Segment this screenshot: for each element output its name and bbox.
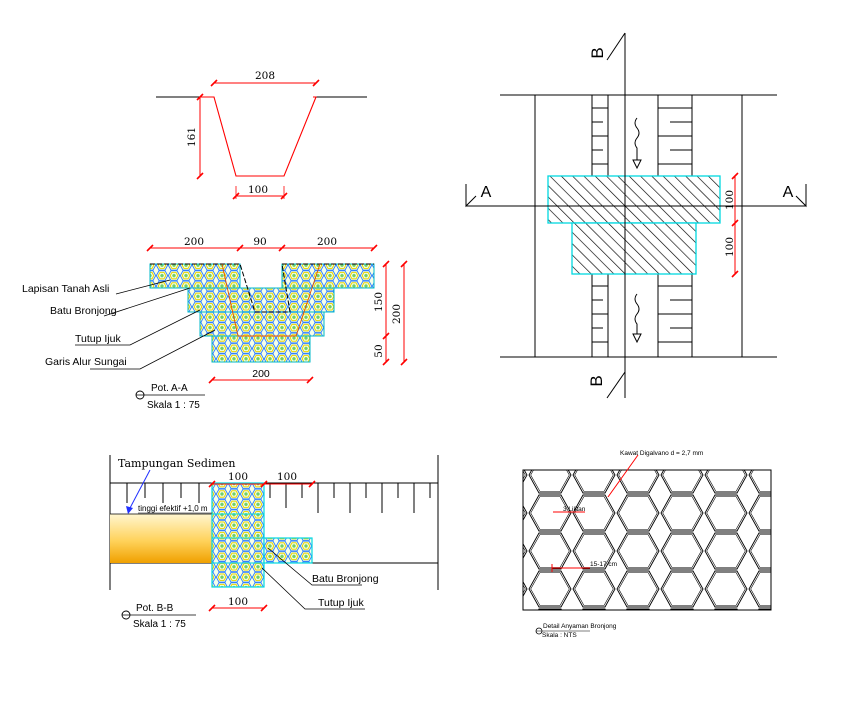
gabion-row-4 (211, 335, 311, 363)
leader-lapisan (115, 279, 171, 295)
leader-garis (90, 329, 216, 370)
dim-b-bottom: 100 (228, 596, 248, 608)
dim-a-left: 200 (184, 236, 204, 248)
title-b: Pot. B-B (136, 603, 174, 614)
cut-b-bottom: B (587, 375, 606, 386)
cut-marker-b-top (606, 32, 626, 61)
cut-marker-b-bottom (606, 371, 626, 399)
label-batu: Batu Bronjong (50, 305, 117, 317)
gabion-apron (263, 537, 313, 564)
label-lapisan: Lapisan Tanah Asli (22, 283, 109, 295)
sediment-area (110, 514, 212, 563)
plan-gabion-upper (547, 175, 721, 224)
bank-upper (591, 95, 693, 176)
wall-ticks (126, 483, 431, 513)
plan-gabion-lower (571, 222, 697, 275)
label-garis: Garis Alur Sungai (45, 356, 127, 368)
leader-batu (103, 287, 191, 317)
leader-b-ijuk (261, 567, 365, 610)
section-b-b: 100 100 100 Tampungan Sedimen tinggi efe… (109, 455, 439, 630)
dim-a-200: 200 (391, 304, 403, 324)
leader-b-bronjong (267, 547, 362, 586)
label-ukuran: 15-17 cm (590, 561, 617, 568)
section-a-a: 200 90 200 200 150 50 200 Lapisan Tanah … (22, 236, 408, 411)
cut-a-right: A (783, 184, 794, 201)
dim-height: 161 (186, 127, 198, 147)
dim-bottom-width: 100 (248, 184, 268, 196)
gabion-top-right (281, 263, 375, 289)
gabion-row-3 (199, 311, 325, 337)
label-tutup: Tutup Ijuk (75, 333, 121, 345)
mesh-panel (522, 469, 772, 611)
title-a: Pot. A-A (151, 383, 188, 394)
gabion-weir (211, 482, 265, 588)
dim-a-right: 200 (317, 236, 337, 248)
label-b-ijuk: Tutup Ijuk (318, 597, 364, 609)
title-mesh: Detail Anyaman Bronjong (543, 623, 617, 630)
flow-arrow-icon (632, 117, 642, 170)
plan-view: B B A A 100 100 (465, 32, 807, 399)
channel-profile (200, 96, 317, 177)
label-lilitan: 3 Lilitan (563, 506, 586, 513)
cut-marker-a-right (795, 184, 807, 208)
bank-lower (591, 274, 693, 357)
mesh-detail: 3 Lilitan 15-17 cm Kawat Digalvano d = 2… (522, 450, 772, 639)
cut-b-top: B (588, 47, 607, 58)
dim-top-width: 208 (255, 70, 275, 82)
label-b-bronjong: Batu Bronjong (312, 573, 379, 585)
scale-mesh: Skala : NTS (542, 632, 577, 639)
dim-b-top-right: 100 (277, 471, 297, 483)
channel-section: 208 161 100 (156, 70, 367, 200)
dim-plan-upper: 100 (724, 190, 736, 210)
label-tampungan: Tampungan Sedimen (118, 457, 236, 470)
ijuk-line (221, 263, 321, 337)
leader-tutup (75, 309, 201, 346)
dim-a-150: 150 (373, 292, 385, 312)
cut-a-left: A (481, 184, 492, 201)
stream-line (150, 263, 374, 313)
scale-b: Skala 1 : 75 (133, 619, 186, 630)
flow-arrow-icon (632, 293, 642, 344)
dim-a-50: 50 (373, 344, 385, 357)
dim-b-top-left: 100 (228, 471, 248, 483)
label-tinggi: tinggi efektif +1,0 m (138, 504, 208, 513)
pointer-arrow-icon (126, 506, 133, 514)
leader-kawat (607, 454, 639, 498)
dim-a-bottom: 200 (252, 368, 270, 380)
dim-plan-lower: 100 (724, 237, 736, 257)
cut-marker-a-left (465, 184, 477, 208)
scale-a: Skala 1 : 75 (147, 400, 200, 411)
label-kawat: Kawat Digalvano d = 2,7 mm (620, 450, 703, 457)
gabion-row-2 (187, 287, 335, 313)
dim-a-mid: 90 (253, 236, 266, 248)
